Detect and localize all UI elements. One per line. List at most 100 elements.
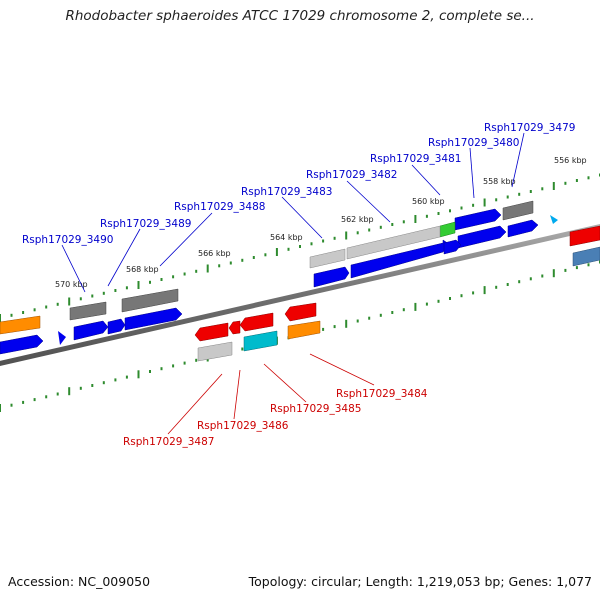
major-tick (206, 264, 209, 273)
minor-tick (22, 311, 25, 314)
minor-tick (437, 212, 440, 215)
gene-red-3486-small[interactable] (228, 320, 241, 335)
minor-tick (10, 403, 13, 407)
gene-label-3486[interactable]: Rsph17029_3486 (197, 420, 289, 432)
minor-tick (541, 187, 544, 191)
minor-tick (252, 256, 255, 259)
gene-gray-3489[interactable] (69, 301, 107, 321)
bottom-leader-lines (167, 353, 375, 435)
map-title: Rhodobacter sphaeroides ATCC 17029 chrom… (65, 8, 535, 24)
minor-tick (587, 263, 590, 267)
minor-tick (356, 231, 359, 235)
major-tick (68, 297, 71, 306)
minor-tick (183, 272, 186, 276)
major-tick (552, 269, 555, 278)
minor-tick (472, 291, 475, 295)
gene-blue-tiny[interactable] (58, 331, 66, 345)
gene-label-3489[interactable]: Rsph17029_3489 (100, 218, 191, 230)
gene-red-right-edge[interactable] (569, 225, 600, 247)
minor-tick (437, 299, 440, 303)
scale-label-560: 560 kbp (412, 197, 445, 206)
minor-tick (56, 392, 59, 396)
gene-lightgray-3487[interactable] (197, 341, 233, 362)
minor-tick (449, 209, 451, 213)
accession-text: Accession: NC_009050 (8, 574, 151, 589)
gene-red-3486[interactable] (239, 312, 274, 332)
minor-tick (495, 198, 498, 202)
gene-green-3481[interactable] (439, 221, 456, 238)
minor-tick (172, 275, 175, 279)
gene-cyan-3485[interactable] (243, 330, 278, 352)
gene-blue-3489b[interactable] (107, 318, 126, 335)
gene-blue-left[interactable] (0, 334, 44, 355)
gene-blue-3480b[interactable] (457, 225, 507, 249)
gene-lightgray-upper[interactable] (346, 225, 441, 260)
gene-blue-upper-3480[interactable] (454, 208, 502, 231)
gene-label-3488[interactable]: Rsph17029_3488 (174, 201, 265, 213)
gene-lightgray-small[interactable] (309, 248, 346, 269)
minor-tick (460, 206, 463, 210)
minor-tick (160, 278, 163, 281)
gene-blue-3489c[interactable] (73, 320, 109, 341)
minor-tick (22, 400, 25, 404)
minor-tick (102, 291, 105, 295)
gene-label-3483[interactable]: Rsph17029_3483 (241, 186, 332, 198)
chromosome-backbone (0, 223, 600, 367)
scale-label-556: 556 kbp (554, 156, 587, 165)
minor-tick (33, 398, 36, 402)
gene-blue-3483[interactable] (313, 266, 350, 288)
minor-tick (299, 245, 301, 248)
minor-tick (575, 266, 578, 270)
scale-label-562: 562 kbp (341, 215, 374, 224)
gene-gray-3488[interactable] (121, 288, 179, 313)
gene-label-3484[interactable]: Rsph17029_3484 (336, 388, 428, 400)
minor-tick (149, 370, 151, 373)
major-tick (552, 182, 555, 190)
gene-blue-3488b[interactable] (124, 307, 183, 331)
minor-tick (229, 261, 232, 265)
minor-tick (460, 294, 463, 298)
minor-tick (56, 302, 59, 306)
minor-tick (402, 220, 405, 224)
major-tick (137, 370, 140, 379)
gene-orange-3484[interactable] (287, 320, 321, 340)
minor-tick (172, 364, 175, 368)
gene-steelblue-right-edge[interactable] (572, 246, 600, 267)
minor-tick (310, 242, 313, 246)
gene-label-3479[interactable]: Rsph17029_3479 (484, 122, 575, 134)
minor-tick (322, 239, 325, 243)
minor-tick (506, 283, 509, 286)
minor-tick (102, 381, 105, 385)
major-tick (345, 231, 348, 240)
gene-blue-3479b[interactable] (507, 219, 539, 238)
gene-red-3487[interactable] (194, 322, 229, 342)
major-tick (414, 215, 417, 223)
minor-tick (518, 192, 521, 196)
scale-label-570: 570 kbp (55, 280, 88, 289)
major-tick (483, 286, 486, 295)
minor-tick (33, 308, 36, 312)
gene-gray-upper-3479[interactable] (502, 200, 534, 221)
minor-tick (495, 285, 498, 289)
gene-label-3482[interactable]: Rsph17029_3482 (306, 169, 397, 181)
gene-label-3485[interactable]: Rsph17029_3485 (270, 403, 361, 415)
scale-label-566: 566 kbp (198, 249, 231, 258)
gene-label-3480[interactable]: Rsph17029_3480 (428, 137, 519, 149)
minor-tick (425, 302, 428, 306)
gene-label-3487[interactable]: Rsph17029_3487 (123, 436, 214, 448)
gene-label-3481[interactable]: Rsph17029_3481 (370, 153, 461, 165)
gene-cyan-tiny[interactable] (550, 215, 558, 224)
minor-tick (356, 319, 359, 323)
gene-blue-3481b[interactable] (443, 239, 462, 255)
gene-orange-left[interactable] (0, 315, 41, 335)
minor-tick (160, 367, 163, 371)
gene-label-3490[interactable]: Rsph17029_3490 (22, 234, 113, 246)
forward-strand-genes (0, 200, 600, 355)
major-tick (0, 404, 1, 412)
minor-tick (529, 277, 532, 281)
minor-tick (114, 378, 117, 382)
minor-tick (506, 195, 509, 199)
minor-tick (391, 311, 394, 314)
gene-red-3485[interactable] (284, 302, 317, 322)
minor-tick (91, 384, 94, 387)
